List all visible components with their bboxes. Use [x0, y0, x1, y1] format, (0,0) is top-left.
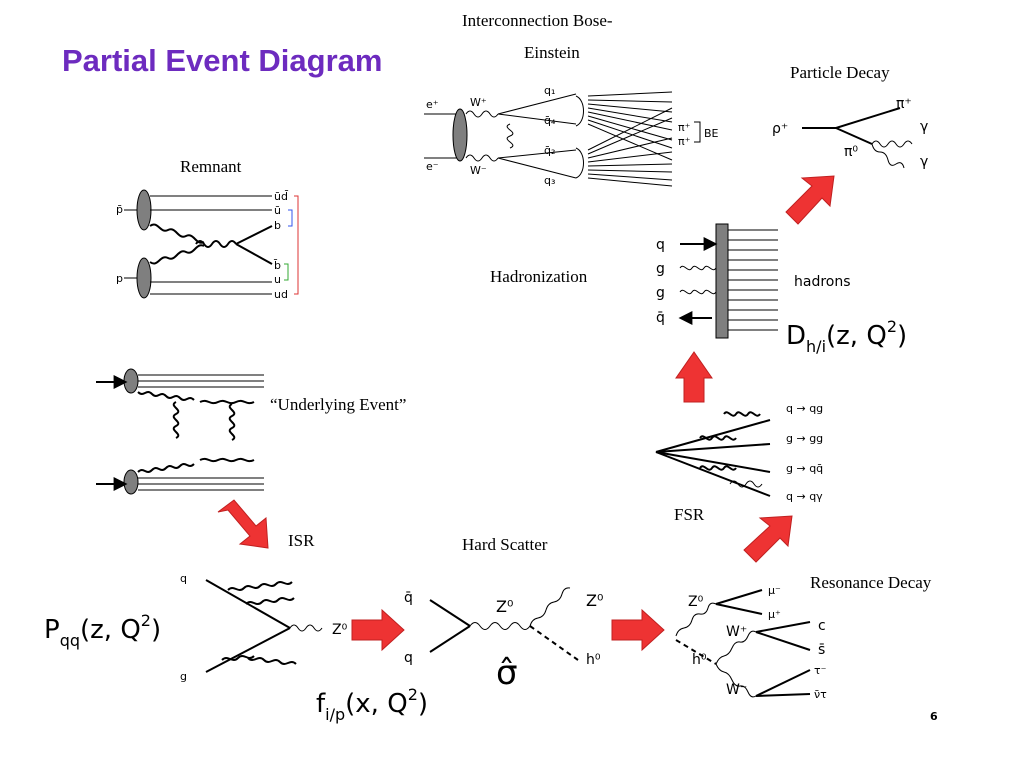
label-w-minus: W⁻	[470, 164, 487, 177]
hadron-in-0: q	[656, 237, 665, 253]
remnant-diagram	[124, 189, 299, 299]
remnant-out-3: b̄	[273, 259, 281, 272]
rd-label-h0: h⁰	[692, 652, 707, 668]
isr-label-g: g	[180, 670, 187, 683]
rd-label-tau: τ⁻	[814, 664, 827, 677]
cross-section-sigma: σ̂	[496, 653, 518, 693]
rd-label-z0: Z⁰	[688, 594, 704, 610]
bose-einstein-diagram	[424, 91, 701, 187]
label-be: BE	[704, 127, 719, 140]
fsr-process-0: q → qg	[786, 402, 823, 415]
hs-label-z0-mid: Z⁰	[496, 597, 513, 616]
label-w-plus: W⁺	[470, 96, 487, 109]
hadron-in-3: q̄	[656, 310, 665, 326]
remnant-out-2: b	[274, 219, 281, 232]
rd-label-w-minus: W⁻	[726, 682, 747, 698]
page-number: 6	[930, 710, 938, 723]
hs-label-q: q	[404, 650, 413, 666]
arrow-fsr-to-hadronization	[675, 351, 713, 403]
remnant-out-0: ūd̄	[274, 190, 288, 203]
resonance-decay-diagram	[675, 589, 811, 698]
caption-bose-einstein-2: Einstein	[524, 43, 580, 62]
fsr-process-2: g → qq̄	[786, 462, 823, 475]
label-pi-plus: π⁺	[896, 96, 912, 112]
isr-label-q: q	[180, 572, 187, 585]
rd-label-sbar: s̄	[818, 642, 825, 658]
label-rho: ρ⁺	[772, 121, 788, 137]
hard-scatter-diagram	[429, 587, 579, 661]
caption-hadronization: Hadronization	[490, 267, 588, 286]
fsr-process-3: q → qγ	[786, 490, 823, 503]
caption-underlying-event: “Underlying Event”	[270, 395, 406, 414]
arrow-isr-to-hardscatter	[351, 608, 405, 652]
caption-fsr: FSR	[674, 505, 705, 524]
arrow-to-particle-decay	[785, 175, 835, 225]
rd-label-nu: ν̄τ	[814, 688, 827, 701]
underlying-event-diagram	[96, 368, 264, 495]
arrow-hardscatter-to-decay	[611, 608, 665, 652]
parton-distribution: fi/p(x, Q2)	[316, 685, 428, 724]
rd-label-w-plus: W⁺	[726, 624, 747, 640]
remnant-out-4: u	[274, 273, 281, 286]
hadron-in-2: g	[656, 285, 665, 301]
rd-label-mu-plus: μ⁺	[768, 608, 781, 621]
rd-label-c: c	[818, 618, 826, 634]
caption-hard-scatter: Hard Scatter	[462, 535, 548, 554]
hadronization-diagram	[678, 223, 778, 339]
label-p: p	[116, 272, 123, 285]
rd-label-mu-minus: μ⁻	[768, 584, 781, 597]
label-e-minus: e⁻	[426, 160, 439, 173]
arrow-decay-to-fsr	[743, 515, 793, 563]
caption-remnant: Remnant	[180, 157, 242, 176]
arrow-underlying-to-isr	[217, 499, 269, 549]
caption-isr: ISR	[288, 531, 315, 550]
label-pbar: p̄	[116, 203, 123, 216]
label-pi-bottom: π⁺	[678, 135, 691, 148]
caption-particle-decay: Particle Decay	[790, 63, 890, 82]
label-gamma-2: γ	[920, 154, 928, 170]
fsr-process-1: g → gg	[786, 432, 823, 445]
fsr-diagram	[655, 411, 771, 497]
particle-decay-diagram	[802, 107, 913, 169]
page-title: Partial Event Diagram	[62, 43, 382, 78]
hs-label-z0-out: Z⁰	[586, 591, 603, 610]
label-pi-top: π⁺	[678, 121, 691, 134]
caption-resonance-decay: Resonance Decay	[810, 573, 932, 592]
hadron-in-1: g	[656, 261, 665, 277]
label-q1: q₁	[544, 84, 555, 97]
label-gamma-1: γ	[920, 119, 928, 135]
remnant-out-1: ū	[274, 204, 281, 217]
fragmentation-function: Dh/i(z, Q2)	[786, 317, 907, 356]
label-q4: q̄₄	[544, 114, 556, 127]
label-hadrons: hadrons	[794, 274, 851, 290]
caption-bose-einstein-1: Interconnection Bose-	[462, 11, 613, 30]
isr-label-z0: Z⁰	[332, 622, 348, 638]
splitting-function: Pqq(z, Q2)	[44, 611, 161, 650]
hs-label-qbar: q̄	[404, 590, 413, 606]
label-q3: q₃	[544, 174, 555, 187]
label-q2: q̄₂	[544, 144, 555, 157]
isr-diagram	[205, 579, 323, 673]
label-e-plus: e⁺	[426, 98, 439, 111]
label-pi0: π⁰	[844, 144, 858, 160]
remnant-out-5: ud	[274, 288, 288, 301]
hs-label-h0: h⁰	[586, 652, 601, 668]
